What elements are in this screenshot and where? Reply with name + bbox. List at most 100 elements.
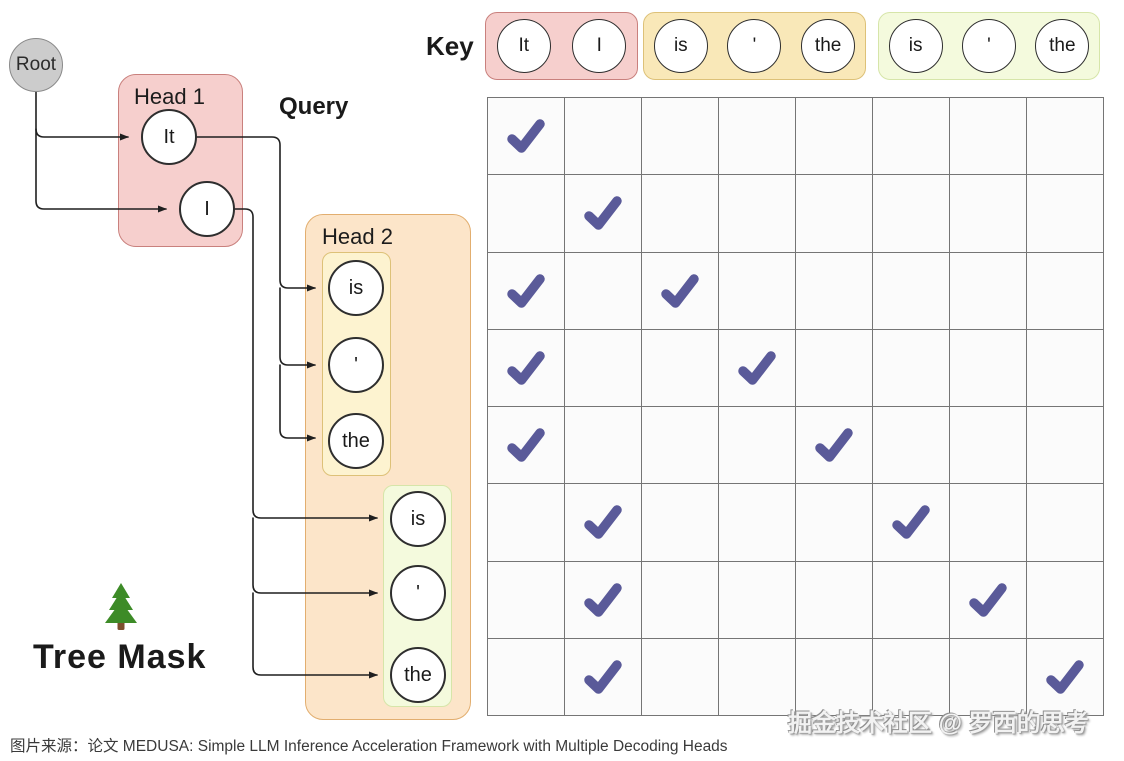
mask-cell — [873, 98, 950, 176]
mask-cell — [873, 252, 950, 330]
mask-cell — [488, 98, 565, 176]
mask-cell — [642, 252, 719, 330]
mask-cell — [1027, 561, 1104, 639]
head2-green-node-is: is — [390, 491, 446, 547]
key-token-it: It — [496, 19, 551, 73]
mask-cell — [488, 561, 565, 639]
key-token-the-1: the — [801, 19, 856, 73]
mask-cell — [719, 175, 796, 253]
head1-node-i: I — [179, 181, 235, 237]
check-icon — [584, 196, 622, 231]
mask-cell — [950, 252, 1027, 330]
mask-cell — [642, 175, 719, 253]
mask-cell — [873, 175, 950, 253]
mask-cell — [1027, 98, 1104, 176]
mask-cell — [950, 329, 1027, 407]
mask-cell — [1027, 484, 1104, 562]
check-icon — [507, 351, 545, 385]
check-icon — [507, 119, 545, 153]
check-icon — [584, 660, 622, 694]
mask-cell — [1027, 638, 1104, 716]
source-caption: 图片来源：论文 MEDUSA: Simple LLM Inference Acc… — [10, 738, 728, 755]
head1-node-it: It — [141, 109, 197, 165]
key-token-is-2: is — [888, 19, 943, 73]
mask-cell — [796, 329, 873, 407]
check-icon — [969, 582, 1007, 617]
key-group-yellow: is ' the — [643, 12, 866, 80]
mask-cell — [950, 638, 1027, 716]
mask-cell — [1027, 407, 1104, 485]
watermark: 掘金技术社区 @ 罗西的思考 — [788, 710, 1089, 737]
head2-yellow-node-apostrophe: ' — [328, 337, 384, 393]
mask-cell — [488, 329, 565, 407]
mask-cell — [565, 638, 642, 716]
check-icon — [507, 273, 545, 308]
check-icon — [661, 273, 699, 308]
mask-cell — [719, 561, 796, 639]
check-icon — [507, 428, 545, 462]
check-icon — [738, 351, 776, 385]
mask-cell — [642, 561, 719, 639]
tree-mask-label: Tree Mask — [33, 638, 207, 676]
check-icon — [584, 505, 622, 540]
root-node: Root — [9, 38, 63, 92]
mask-cell — [950, 484, 1027, 562]
mask-cell — [565, 98, 642, 176]
mask-cell — [719, 484, 796, 562]
mask-cell — [950, 175, 1027, 253]
query-label: Query — [279, 93, 349, 120]
key-token-i: I — [572, 19, 627, 73]
mask-cell — [873, 561, 950, 639]
mask-cell — [1027, 329, 1104, 407]
mask-cell — [719, 98, 796, 176]
mask-cell — [565, 252, 642, 330]
mask-cell — [796, 484, 873, 562]
mask-cell — [565, 329, 642, 407]
mask-cell — [488, 484, 565, 562]
mask-cell — [642, 407, 719, 485]
mask-cell — [950, 98, 1027, 176]
mask-cell — [642, 484, 719, 562]
mask-cell — [796, 407, 873, 485]
head2-label: Head 2 — [322, 224, 393, 249]
mask-cell — [642, 98, 719, 176]
mask-cell — [642, 329, 719, 407]
mask-cell — [488, 252, 565, 330]
check-icon — [584, 582, 622, 617]
mask-cell — [873, 329, 950, 407]
key-token-apostrophe-2: ' — [961, 19, 1016, 73]
mask-cell — [488, 638, 565, 716]
mask-cell — [796, 175, 873, 253]
mask-cell — [873, 638, 950, 716]
key-token-is-1: is — [653, 19, 708, 73]
tree-icon — [105, 583, 137, 630]
head2-yellow-node-is: is — [328, 260, 384, 316]
mask-cell — [719, 252, 796, 330]
head1-label: Head 1 — [134, 84, 205, 109]
check-icon — [815, 428, 853, 462]
key-group-pink: It I — [485, 12, 638, 80]
check-icon — [1046, 660, 1084, 694]
key-token-apostrophe-1: ' — [727, 19, 782, 73]
mask-cell — [796, 561, 873, 639]
mask-cell — [565, 484, 642, 562]
mask-cell — [565, 561, 642, 639]
mask-cell — [796, 98, 873, 176]
mask-cell — [565, 175, 642, 253]
key-token-the-2: the — [1035, 19, 1090, 73]
key-label: Key — [426, 31, 474, 61]
mask-cell — [642, 638, 719, 716]
mask-cell — [719, 329, 796, 407]
mask-grid — [487, 97, 1104, 716]
mask-cell — [719, 638, 796, 716]
mask-cell — [1027, 175, 1104, 253]
mask-cell — [796, 252, 873, 330]
mask-cell — [1027, 252, 1104, 330]
mask-cell — [873, 484, 950, 562]
mask-cell — [950, 407, 1027, 485]
mask-cell — [873, 407, 950, 485]
mask-cell — [796, 638, 873, 716]
head2-green-node-the: the — [390, 647, 446, 703]
mask-cell — [719, 407, 796, 485]
